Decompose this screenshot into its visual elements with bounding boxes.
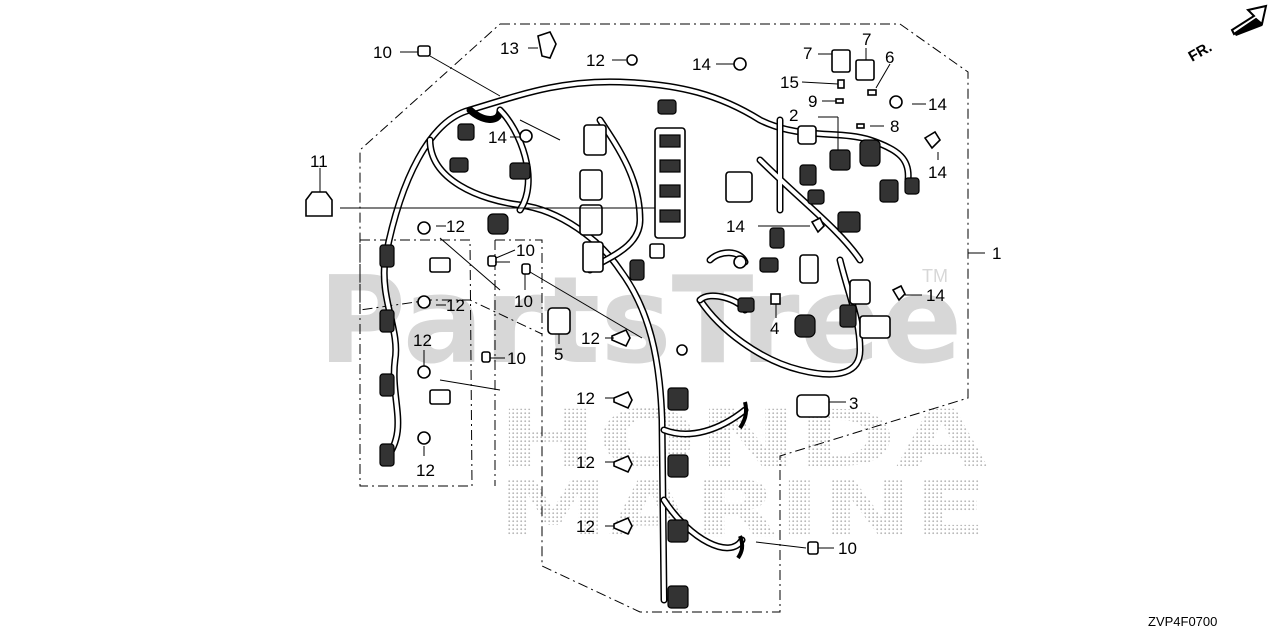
watermark-trademark: TM (922, 266, 948, 286)
callout-12-mid-a: 12 (581, 329, 600, 348)
part-6-shape (867, 89, 877, 96)
front-direction-indicator: FR. (1186, 4, 1268, 66)
callout-6: 6 (885, 48, 894, 67)
main-harness-wires (380, 78, 912, 604)
bolts (417, 45, 819, 555)
assembly-boundary (359, 23, 969, 613)
callout-12-left-a: 12 (446, 217, 465, 236)
callout-15: 15 (780, 73, 799, 92)
callout-12-left-d: 12 (416, 461, 435, 480)
callout-4: 4 (770, 319, 779, 338)
callout-12-left-c: 12 (413, 331, 432, 350)
callout-12-mid-b: 12 (576, 389, 595, 408)
callout-11: 11 (310, 152, 328, 171)
part-3-shape (796, 394, 830, 418)
callout-14-left: 14 (488, 128, 507, 147)
callout-10-inner-lower: 10 (507, 349, 526, 368)
part-4-shape (770, 293, 781, 305)
callout-14-right-b: 14 (928, 163, 947, 182)
callout-14-mid: 14 (726, 217, 745, 236)
front-label: FR. (1186, 39, 1215, 66)
callout-12-left-b: 12 (446, 296, 465, 315)
part-7-left-shape (831, 49, 851, 73)
callout-5: 5 (554, 345, 563, 364)
callout-10-inner-mid: 10 (514, 292, 533, 311)
connectors (379, 99, 920, 609)
callout-14-right-c: 14 (926, 286, 945, 305)
part-13-shape (537, 31, 557, 59)
callout-7-right: 7 (862, 30, 871, 49)
part-8-shape (856, 123, 865, 129)
callout-9: 9 (808, 92, 817, 111)
callout-1: 1 (992, 244, 1001, 263)
part-11-shape (305, 191, 333, 217)
callout-8: 8 (890, 117, 899, 136)
callout-12-mid-d: 12 (576, 517, 595, 536)
callouts: 1 2 3 4 5 6 7 7 8 9 10 10 10 10 10 11 12… (310, 30, 1001, 558)
part-9-shape (835, 98, 844, 104)
callout-13: 13 (500, 39, 519, 58)
callout-12-top: 12 (586, 51, 605, 70)
callout-10-inner-upper: 10 (516, 241, 535, 260)
diagram-code: ZVP4F0700 (1148, 614, 1217, 629)
callout-12-mid-c: 12 (576, 453, 595, 472)
callout-3: 3 (849, 394, 858, 413)
callout-2: 2 (789, 106, 798, 125)
leader-lines (319, 47, 985, 549)
part-5-shape (547, 307, 571, 335)
part-2-shape (797, 125, 817, 145)
clips (417, 54, 942, 536)
part-15-shape (837, 79, 845, 89)
callout-14-right-a: 14 (928, 95, 947, 114)
part-7-right-shape (855, 59, 875, 81)
callout-14-top: 14 (692, 55, 711, 74)
loose-parts (305, 31, 877, 418)
callout-10-bottom: 10 (838, 539, 857, 558)
callout-7-left: 7 (803, 44, 812, 63)
callout-10-top: 10 (373, 43, 392, 62)
